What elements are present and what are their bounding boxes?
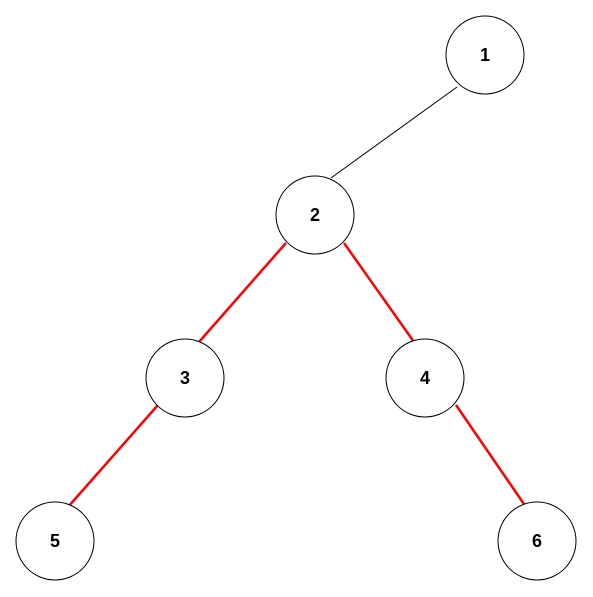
edge-2-4: [342, 242, 416, 343]
node-label-5: 5: [50, 531, 60, 551]
tree-node-2: 2: [275, 175, 355, 255]
tree-node-5: 5: [15, 501, 95, 581]
edge-4-6: [454, 404, 528, 508]
edge-3-5: [67, 404, 159, 508]
tree-node-3: 3: [145, 338, 225, 418]
edges-layer: [67, 86, 528, 508]
tree-node-1: 1: [445, 15, 525, 95]
nodes-layer: 1 2 3 4 5 6: [15, 15, 577, 581]
node-label-4: 4: [420, 368, 430, 388]
tree-node-4: 4: [385, 338, 465, 418]
edge-1-2: [330, 86, 458, 179]
node-label-1: 1: [480, 45, 490, 65]
edge-2-3: [198, 242, 287, 343]
node-label-3: 3: [180, 368, 190, 388]
node-label-6: 6: [532, 531, 542, 551]
node-label-2: 2: [310, 205, 320, 225]
tree-node-6: 6: [497, 501, 577, 581]
